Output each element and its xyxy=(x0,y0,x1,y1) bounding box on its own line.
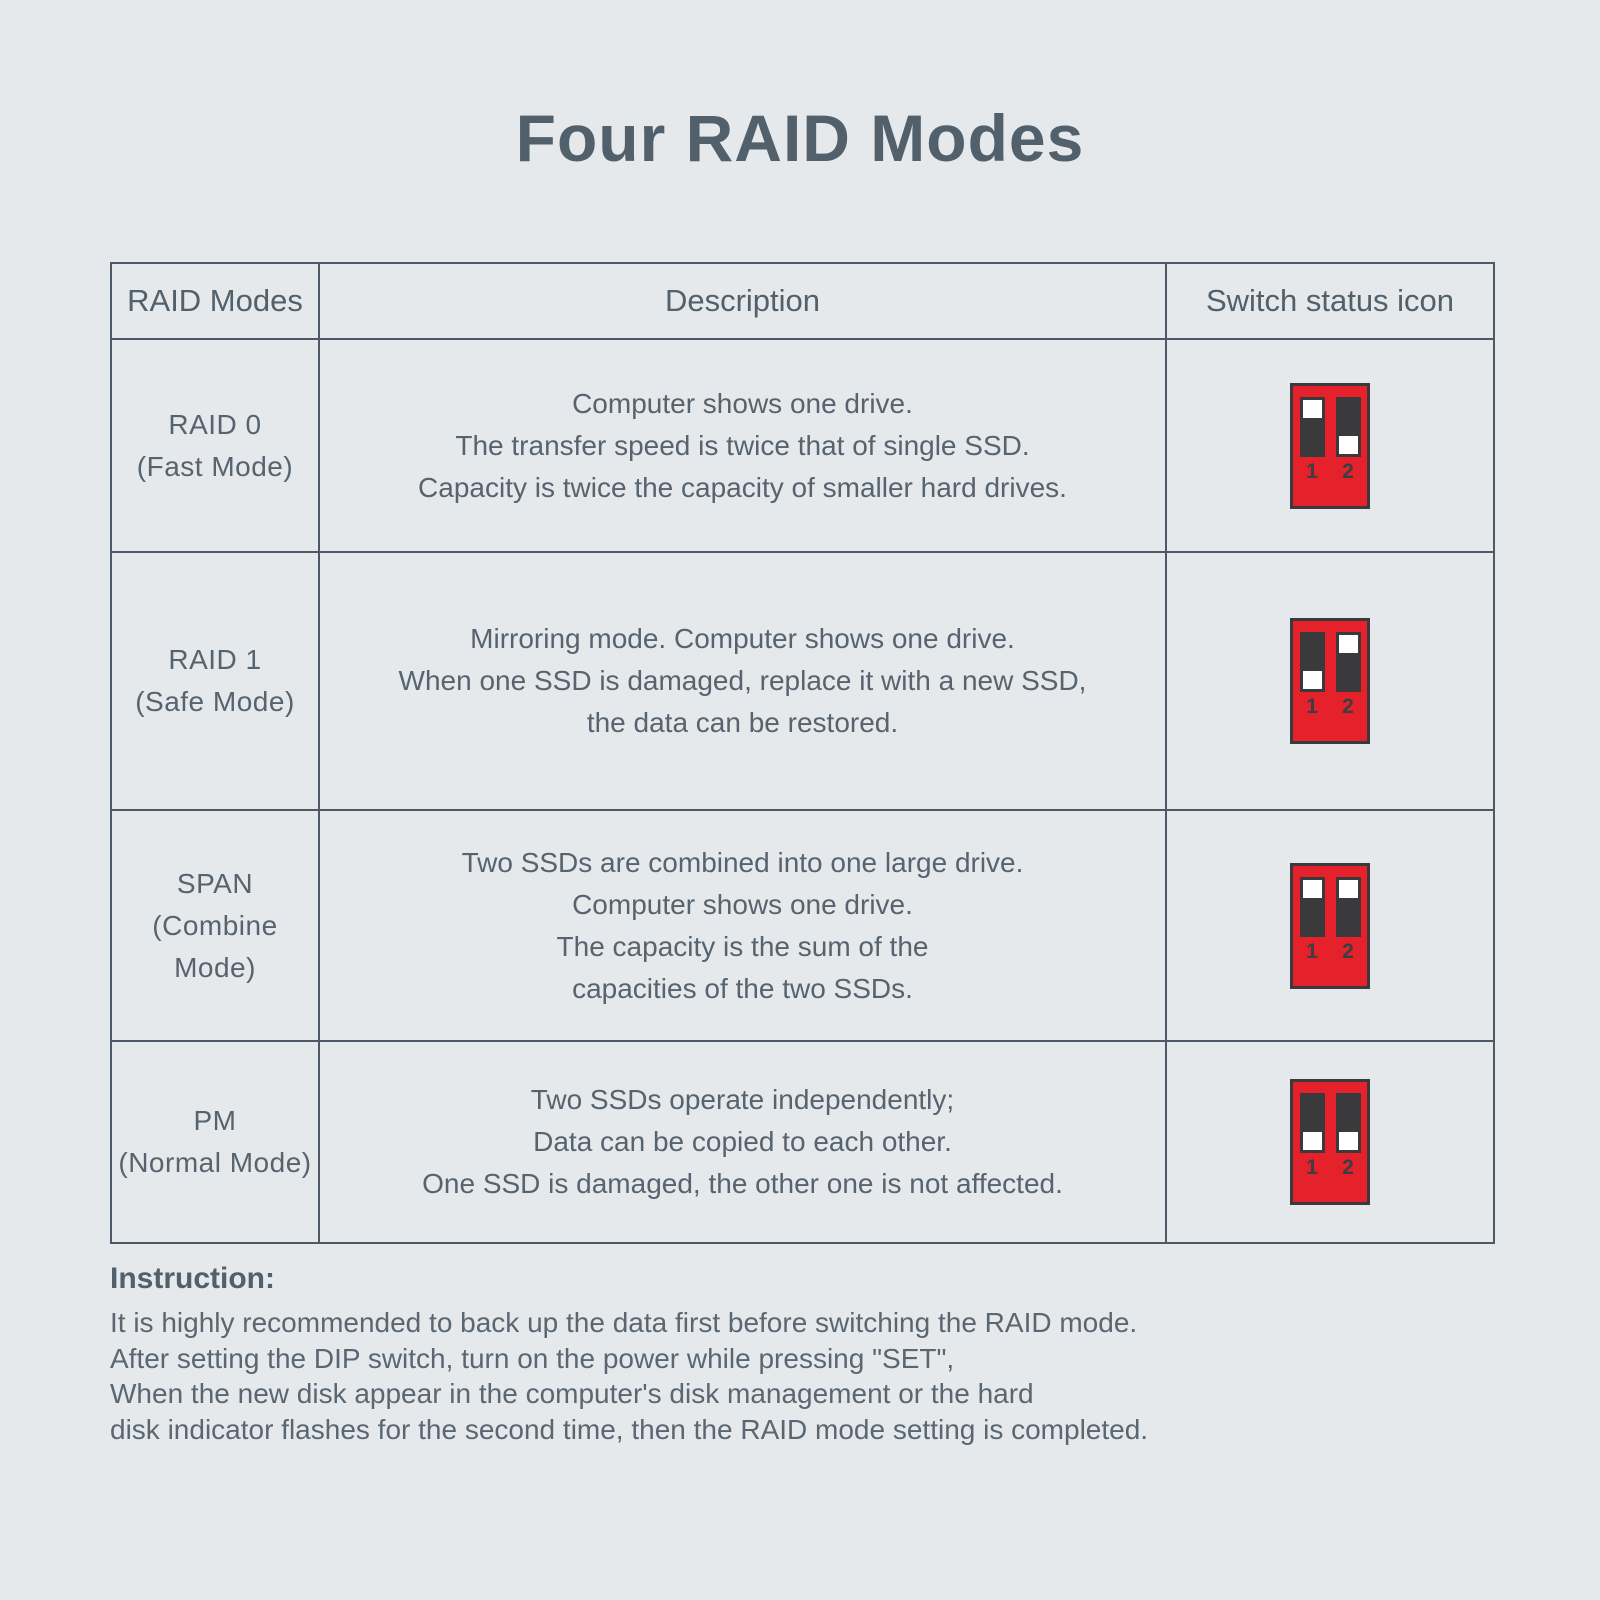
instruction-line: It is highly recommended to back up the … xyxy=(110,1307,1138,1338)
switch-cell-raid1: 1 2 xyxy=(1165,551,1495,811)
mode-cell-raid0: RAID 0 (Fast Mode) xyxy=(110,338,320,553)
mode-subname: (Normal Mode) xyxy=(118,1147,312,1178)
dip-switch-icon: 1 2 xyxy=(1290,382,1370,509)
dip-slot-1 xyxy=(1299,1093,1325,1153)
dip-label-2: 2 xyxy=(1342,459,1354,483)
mode-name: RAID 0 xyxy=(168,408,262,440)
desc-line: Computer shows one drive. xyxy=(572,888,913,920)
desc-cell-span: Two SSDs are combined into one large dri… xyxy=(318,809,1167,1042)
instruction-line: After setting the DIP switch, turn on th… xyxy=(110,1342,955,1374)
table-header-row: RAID Modes Description Switch status ico… xyxy=(110,262,1495,340)
dip-knob-icon xyxy=(1338,635,1358,653)
table-row-raid0: RAID 0 (Fast Mode) Computer shows one dr… xyxy=(110,338,1495,553)
mode-cell-pm: PM (Normal Mode) xyxy=(110,1040,320,1244)
dip-labels: 1 2 xyxy=(1293,940,1367,964)
switch-cell-raid0: 1 2 xyxy=(1165,338,1495,553)
desc-line: One SSD is damaged, the other one is not… xyxy=(422,1168,1063,1199)
dip-switch-icon: 1 2 xyxy=(1290,862,1370,989)
dip-label-2: 2 xyxy=(1342,1156,1354,1179)
instruction-heading: Instruction: xyxy=(110,1262,275,1295)
desc-cell-raid1: Mirroring mode. Computer shows one drive… xyxy=(318,551,1167,811)
dip-label-1: 1 xyxy=(1306,1156,1318,1179)
desc-line: Data can be copied to each other. xyxy=(533,1126,952,1157)
dip-labels: 1 2 xyxy=(1293,695,1367,719)
switch-cell-span: 1 2 xyxy=(1165,809,1495,1042)
desc-line: Two SSDs operate independently; xyxy=(530,1084,955,1115)
desc-line: Capacity is twice the capacity of smalle… xyxy=(418,471,1067,503)
dip-slot-2 xyxy=(1335,876,1361,937)
dip-label-2: 2 xyxy=(1342,939,1354,963)
desc-cell-pm: Two SSDs operate independently; Data can… xyxy=(318,1040,1167,1244)
dip-slot-1 xyxy=(1299,876,1325,937)
dip-knob-icon xyxy=(1338,879,1358,898)
dip-slot-2 xyxy=(1335,632,1361,692)
desc-line: capacities of the two SSDs. xyxy=(572,972,913,1004)
desc-line: The capacity is the sum of the xyxy=(556,930,929,962)
mode-cell-raid1: RAID 1 (Safe Mode) xyxy=(110,551,320,811)
dip-labels: 1 2 xyxy=(1293,1156,1367,1180)
dip-label-2: 2 xyxy=(1342,695,1354,718)
mode-name: SPAN xyxy=(176,867,254,899)
desc-line: the data can be restored. xyxy=(586,707,899,738)
dip-label-1: 1 xyxy=(1306,695,1318,718)
instruction-section: Instruction: It is highly recommended to… xyxy=(110,1262,1500,1447)
mode-name: PM xyxy=(193,1105,237,1136)
table-row-span: SPAN (Combine Mode) Two SSDs are combine… xyxy=(110,809,1495,1042)
dip-knob-icon xyxy=(1302,879,1322,898)
dip-knob-icon xyxy=(1338,435,1358,454)
mode-subname: (Safe Mode) xyxy=(135,686,295,717)
desc-line: The transfer speed is twice that of sing… xyxy=(455,429,1030,461)
table-row-raid1: RAID 1 (Safe Mode) Mirroring mode. Compu… xyxy=(110,551,1495,811)
dip-switch-icon: 1 2 xyxy=(1290,618,1370,744)
dip-knob-icon xyxy=(1302,671,1322,689)
dip-labels: 1 2 xyxy=(1293,460,1367,484)
header-raid-modes: RAID Modes xyxy=(110,262,320,340)
dip-knob-icon xyxy=(1338,1132,1358,1150)
dip-slot-1 xyxy=(1299,632,1325,692)
desc-line: When one SSD is damaged, replace it with… xyxy=(398,665,1087,696)
dip-slot-2 xyxy=(1335,1093,1361,1153)
desc-cell-raid0: Computer shows one drive. The transfer s… xyxy=(318,338,1167,553)
mode-cell-span: SPAN (Combine Mode) xyxy=(110,809,320,1042)
mode-name: RAID 1 xyxy=(168,644,262,675)
raid-modes-table: RAID Modes Description Switch status ico… xyxy=(110,262,1495,1244)
switch-cell-pm: 1 2 xyxy=(1165,1040,1495,1244)
dip-label-1: 1 xyxy=(1306,459,1318,483)
header-switch-status-icon: Switch status icon xyxy=(1165,262,1495,340)
instruction-line: When the new disk appear in the computer… xyxy=(110,1378,1034,1409)
dip-slot-2 xyxy=(1335,396,1361,457)
header-description: Description xyxy=(318,262,1167,340)
dip-switch-icon: 1 2 xyxy=(1290,1079,1370,1205)
table-row-pm: PM (Normal Mode) Two SSDs operate indepe… xyxy=(110,1040,1495,1244)
dip-knob-icon xyxy=(1302,1132,1322,1150)
dip-knob-icon xyxy=(1302,399,1322,418)
dip-slot-1 xyxy=(1299,396,1325,457)
instruction-line: disk indicator flashes for the second ti… xyxy=(110,1413,1149,1445)
page-title: Four RAID Modes xyxy=(515,101,1085,175)
mode-subname: (Combine Mode) xyxy=(152,909,278,983)
desc-line: Computer shows one drive. xyxy=(572,387,913,419)
desc-line: Two SSDs are combined into one large dri… xyxy=(461,846,1024,878)
mode-subname: (Fast Mode) xyxy=(136,450,294,482)
desc-line: Mirroring mode. Computer shows one drive… xyxy=(470,623,1015,654)
dip-label-1: 1 xyxy=(1306,939,1318,963)
